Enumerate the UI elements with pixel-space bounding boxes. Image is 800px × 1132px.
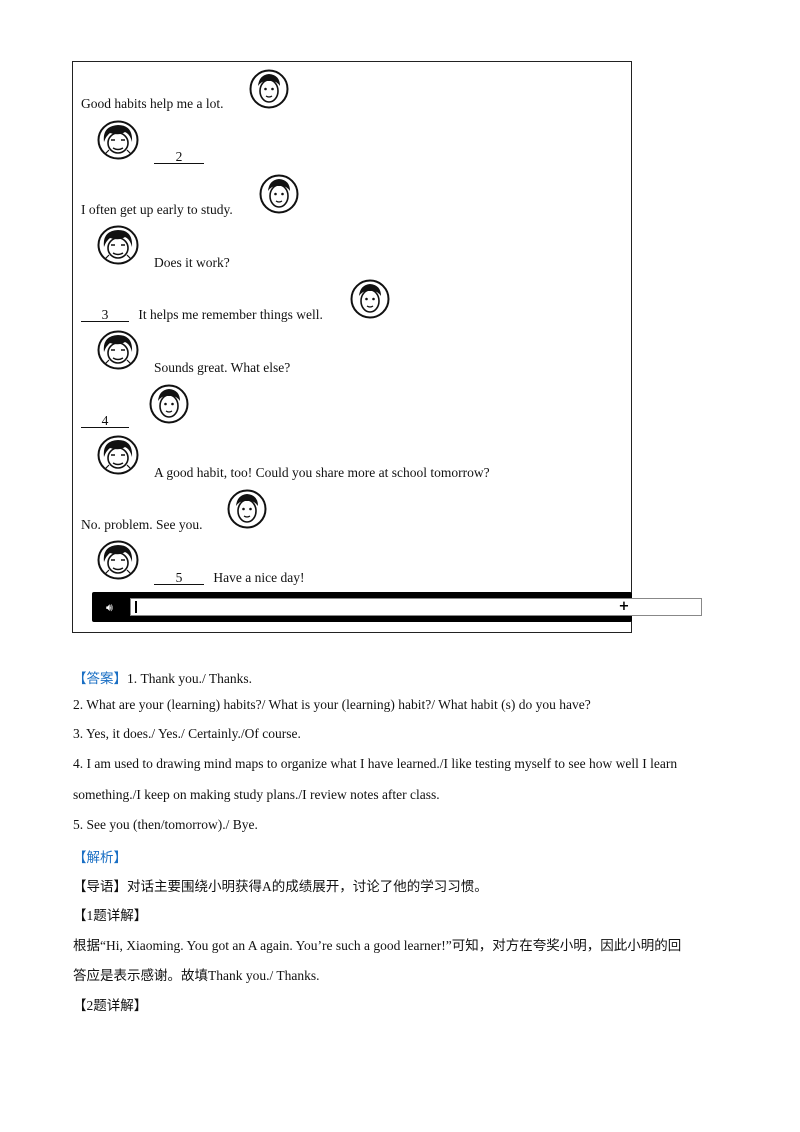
question-1-explanation-line-2: 答应是表示感谢。故填Thank you./ Thanks. (73, 968, 320, 983)
answer-blank-2: 2 (154, 149, 204, 165)
girl-avatar-icon (96, 225, 140, 265)
boy-avatar-icon (227, 489, 267, 529)
dialogue-text: It helps me remember things well. (138, 307, 323, 322)
answer-line-1: 【答案】1. Thank you./ Thanks. (73, 667, 252, 687)
dialogue-line: Sounds great. What else? (154, 360, 291, 375)
blank-number: 2 (154, 150, 204, 164)
chat-input-bar: 🔊︎ + (92, 592, 702, 622)
blank-number: 5 (154, 571, 204, 585)
answer-text: 1. Thank you./ Thanks. (127, 671, 252, 686)
boy-avatar-icon (259, 174, 299, 214)
dialogue-frame (72, 61, 632, 633)
dialogue-line: I often get up early to study. (81, 202, 233, 217)
answer-line-3: 3. Yes, it does./ Yes./ Certainly./Of co… (73, 726, 301, 741)
dialogue-text: Have a nice day! (213, 570, 305, 585)
answer-blank-4: 4 (81, 413, 129, 429)
guide-text: 【导语】对话主要围绕小明获得A的成绩展开，讨论了他的学习习惯。 (73, 879, 488, 894)
girl-avatar-icon (96, 330, 140, 370)
dialogue-line: A good habit, too! Could you share more … (154, 465, 490, 480)
boy-avatar-icon (350, 279, 390, 319)
blank-number: 3 (81, 308, 129, 322)
answer-line-5: 5. See you (then/tomorrow)./ Bye. (73, 817, 258, 832)
question-2-title: 【2题详解】 (73, 998, 148, 1013)
girl-avatar-icon (96, 435, 140, 475)
message-input[interactable] (130, 598, 702, 616)
dialogue-line-with-blank-3: 3 It helps me remember things well. (81, 307, 323, 323)
question-1-explanation-line-1: 根据“Hi, Xiaoming. You got an A again. You… (73, 938, 682, 953)
question-1-title: 【1题详解】 (73, 908, 148, 923)
blank-number: 4 (81, 414, 129, 428)
answer-tag: 【答案】 (73, 671, 127, 686)
answer-line-4b: something./I keep on making study plans.… (73, 787, 440, 802)
text-caret (135, 601, 137, 613)
dialogue-line-with-blank-5: 5 Have a nice day! (154, 570, 304, 586)
dialogue-line: Does it work? (154, 255, 230, 270)
dialogue-line: No. problem. See you. (81, 517, 203, 532)
boy-avatar-icon (249, 69, 289, 109)
answer-line-4a: 4. I am used to drawing mind maps to org… (73, 756, 678, 771)
girl-avatar-icon (96, 540, 140, 580)
dialogue-line: Good habits help me a lot. (81, 96, 224, 111)
boy-avatar-icon (149, 384, 189, 424)
answer-line-2: 2. What are your (learning) habits?/ Wha… (73, 697, 591, 712)
girl-avatar-icon (96, 120, 140, 160)
speaker-icon[interactable]: 🔊︎ (106, 601, 113, 614)
analysis-tag: 【解析】 (73, 850, 127, 865)
add-icon[interactable]: + (616, 599, 632, 615)
